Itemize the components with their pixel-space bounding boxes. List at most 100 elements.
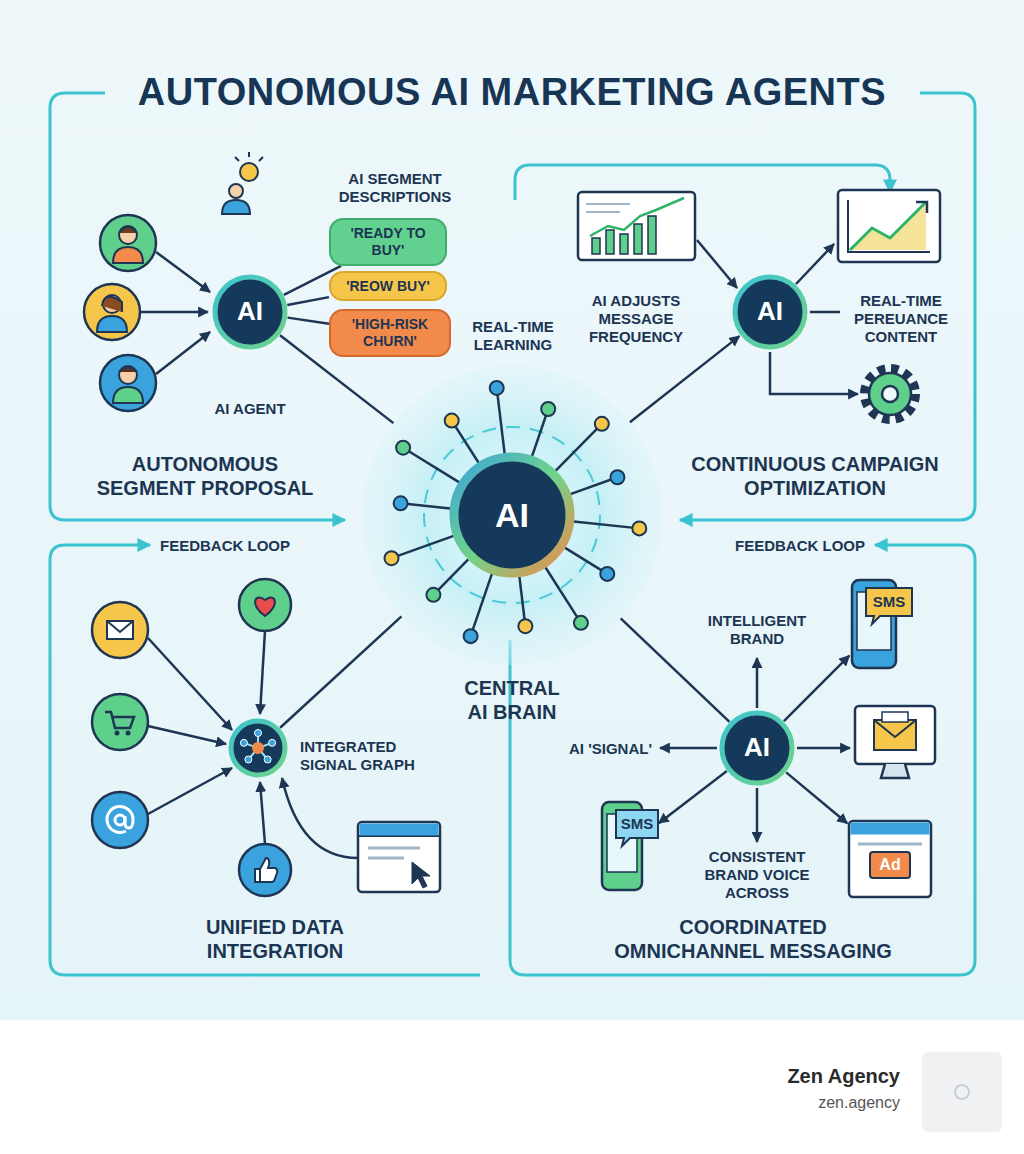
central-hub: AICENTRAL AI BRAIN	[362, 365, 662, 665]
person-icon	[119, 226, 137, 244]
growth-chart-icon	[848, 200, 930, 252]
signal-graph-node: INTEGRATED SIGNAL GRAPH	[228, 718, 288, 778]
channel-arrow	[660, 747, 717, 750]
signal-source-icon	[360, 824, 439, 836]
learning-caption: REAL-TIME LEARNING	[458, 318, 568, 354]
output-arrow	[770, 352, 858, 394]
chart-icon	[578, 192, 695, 260]
circuit-dot	[445, 414, 459, 428]
graph-dot	[245, 756, 252, 763]
brand-url: zen.agency	[640, 1093, 900, 1112]
signal-source-icon	[92, 792, 148, 848]
connector	[784, 656, 849, 721]
chart-icon	[586, 204, 630, 212]
person-icon	[113, 387, 143, 403]
circuit-trace	[471, 574, 492, 636]
person-icon	[100, 215, 156, 271]
output-arrow	[697, 240, 858, 394]
panel-heading: UNIFIED DATA INTEGRATION	[175, 915, 375, 963]
gear-icon	[869, 373, 911, 415]
output-arrow	[697, 240, 737, 288]
sms-phone-shape	[600, 800, 658, 892]
frequency-caption: AI ADJUSTS MESSAGE FREQUENCY	[578, 292, 694, 346]
signal-arrow	[148, 638, 232, 730]
circuit-dot	[490, 381, 504, 395]
email-monitor-icon	[882, 712, 908, 722]
chart-icon	[590, 198, 684, 236]
growth-chart-icon	[850, 202, 926, 250]
signal-source-icon	[255, 598, 275, 616]
signal-source-icon	[126, 731, 131, 736]
growth-chart-icon	[838, 190, 940, 262]
input-arrow	[141, 311, 208, 314]
person-icon	[100, 355, 156, 411]
growth-chart-icon	[850, 202, 926, 250]
connector	[659, 771, 727, 823]
node-label: AI AGENT	[200, 400, 300, 418]
connector	[621, 618, 730, 721]
circuit-dot	[394, 496, 408, 510]
panel-heading: CONTINUOUS CAMPAIGN OPTIMIZATION	[670, 452, 960, 500]
chart-icon	[592, 238, 600, 254]
segment-caption: AI SEGMENT DESCRIPTIONS	[328, 170, 462, 206]
connector	[287, 297, 329, 305]
signal-source-icon	[358, 822, 440, 892]
signal-source-icon	[107, 806, 133, 832]
circuit-trace	[545, 567, 581, 623]
signal-source-icon	[92, 602, 148, 658]
person-icon	[100, 215, 156, 271]
ai-agent-circle: AIAI AGENT	[212, 274, 288, 350]
gear-icon	[866, 370, 914, 418]
connector	[288, 318, 329, 324]
signal-source-icon	[239, 844, 291, 896]
idea-person-icon	[222, 200, 250, 214]
circuit-trace	[556, 424, 602, 471]
logo-tile	[955, 1085, 969, 1099]
circuit-dot	[518, 619, 532, 633]
speech-bubble	[866, 588, 912, 624]
chart-icon	[578, 192, 695, 260]
graph-dot	[264, 756, 271, 763]
connector	[280, 616, 401, 727]
circuit-dot	[541, 402, 555, 416]
feedback-label: FEEDBACK LOOP	[695, 537, 865, 555]
tag-text: 'READY TO BUY'	[337, 225, 439, 259]
person-icon	[84, 284, 140, 340]
circle-label: AI	[212, 274, 288, 350]
tag-text: 'HIGH-RISK CHURN'	[337, 316, 443, 350]
chart-icon	[620, 234, 628, 254]
person-icon	[119, 366, 137, 384]
connector	[786, 772, 847, 823]
gear-icon	[866, 370, 914, 418]
signal-arrow	[148, 726, 226, 744]
signal-source-icon	[92, 694, 148, 750]
ad-badge	[870, 852, 910, 878]
idea-person-icon	[229, 184, 243, 198]
logo-tile	[922, 1052, 1002, 1132]
email-monitor-icon	[855, 706, 935, 764]
channel-arrow	[660, 658, 850, 842]
input-arrow	[141, 252, 210, 374]
content-caption: REAL-TIME PEREUANCE CONTENT	[843, 292, 959, 346]
chart-icon	[648, 216, 656, 254]
tag-text: 'REOW BUY'	[337, 278, 439, 295]
connector	[630, 336, 739, 422]
growth-chart-icon	[838, 190, 940, 262]
circuit-dot	[600, 567, 614, 581]
circuit-dot	[610, 470, 624, 484]
graph-dot	[240, 739, 247, 746]
gear-icon	[882, 386, 898, 402]
signal-source-icon	[92, 792, 148, 848]
idea-person-icon	[222, 152, 263, 214]
idea-person-icon	[235, 152, 263, 161]
panel-frame	[50, 93, 975, 975]
background	[0, 0, 1024, 1020]
browser-window	[849, 821, 931, 897]
signal-source-icon	[368, 848, 420, 858]
circuit-dot	[426, 588, 440, 602]
signal-arrow	[282, 778, 358, 858]
circuit-dot	[595, 417, 609, 431]
segment-tag: 'READY TO BUY'	[329, 218, 447, 266]
circuit-trace	[403, 448, 459, 483]
signal-source-icon	[107, 621, 133, 639]
